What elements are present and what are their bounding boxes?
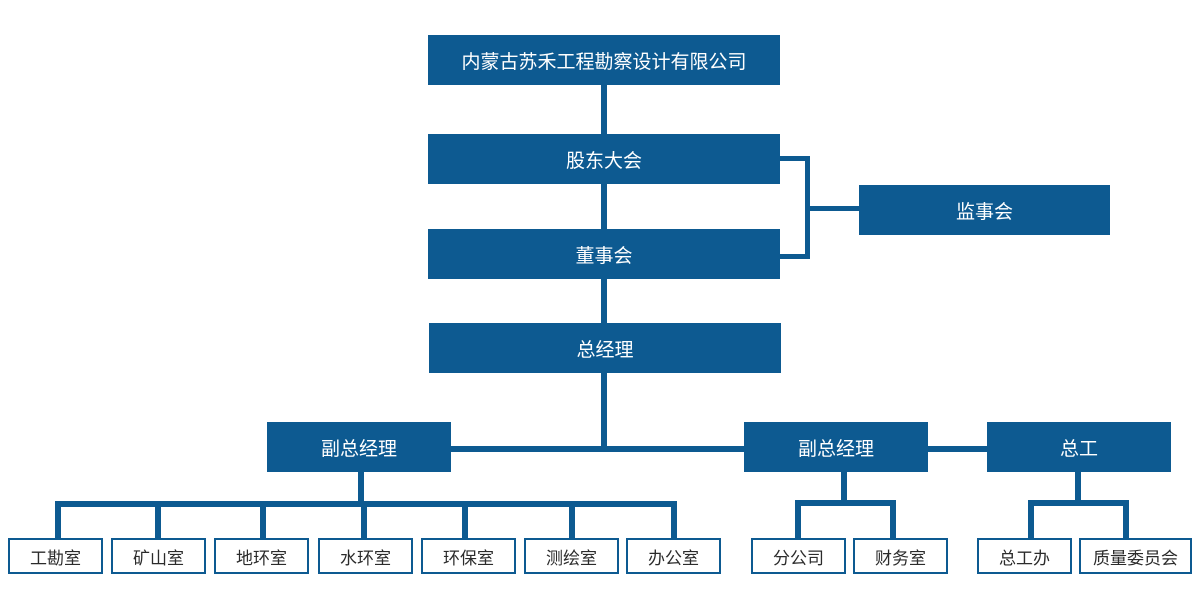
connector-chief-stem	[1075, 472, 1081, 505]
board-node: 董事会	[428, 229, 780, 279]
connector-left-dept-2	[155, 501, 161, 539]
dept-node: 地环室	[214, 538, 309, 574]
dept-node: 工勘室	[8, 538, 103, 574]
connector-deputy-chief	[926, 446, 988, 452]
supervisors-node: 监事会	[859, 185, 1110, 235]
dept-node: 分公司	[751, 538, 846, 574]
dept-node: 测绘室	[524, 538, 619, 574]
connector-chief-dept-1	[1028, 500, 1034, 539]
connector-shareholders-bracket	[779, 156, 810, 161]
dept-node: 办公室	[626, 538, 721, 574]
dept-node: 财务室	[853, 538, 948, 574]
company-node: 内蒙古苏禾工程勘察设计有限公司	[428, 35, 780, 85]
connector-board-gm	[601, 279, 607, 324]
connector-shareholders-board	[601, 184, 607, 230]
connector-right-dept-1	[795, 500, 801, 539]
chief-engineer-node: 总工	[987, 422, 1171, 472]
dept-node: 水环室	[318, 538, 413, 574]
shareholders-node: 股东大会	[428, 134, 780, 184]
dept-node: 矿山室	[111, 538, 206, 574]
connector-right-depts-bar	[795, 500, 896, 506]
connector-deputies-bar	[450, 446, 746, 452]
connector-left-dept-6	[569, 501, 575, 539]
connector-right-deputy-stem	[841, 472, 847, 505]
connector-board-bracket	[779, 254, 810, 259]
connector-company-shareholders	[601, 85, 607, 135]
deputy-manager-left-node: 副总经理	[267, 422, 451, 472]
connector-left-dept-7	[671, 501, 677, 539]
deputy-manager-right-node: 副总经理	[744, 422, 928, 472]
connector-left-dept-4	[361, 501, 367, 539]
connector-left-dept-5	[462, 501, 468, 539]
connector-right-dept-2	[890, 500, 896, 539]
connector-left-deputy-stem	[358, 472, 364, 506]
dept-node: 总工办	[977, 538, 1072, 574]
connector-left-dept-1	[55, 501, 61, 539]
connector-bracket-supervisors	[805, 206, 860, 211]
connector-chief-depts-bar	[1028, 500, 1129, 506]
dept-node: 质量委员会	[1079, 538, 1192, 574]
general-manager-node: 总经理	[429, 323, 781, 373]
connector-chief-dept-2	[1123, 500, 1129, 539]
connector-left-dept-3	[260, 501, 266, 539]
dept-node: 环保室	[421, 538, 516, 574]
connector-gm-trunk	[601, 373, 607, 451]
